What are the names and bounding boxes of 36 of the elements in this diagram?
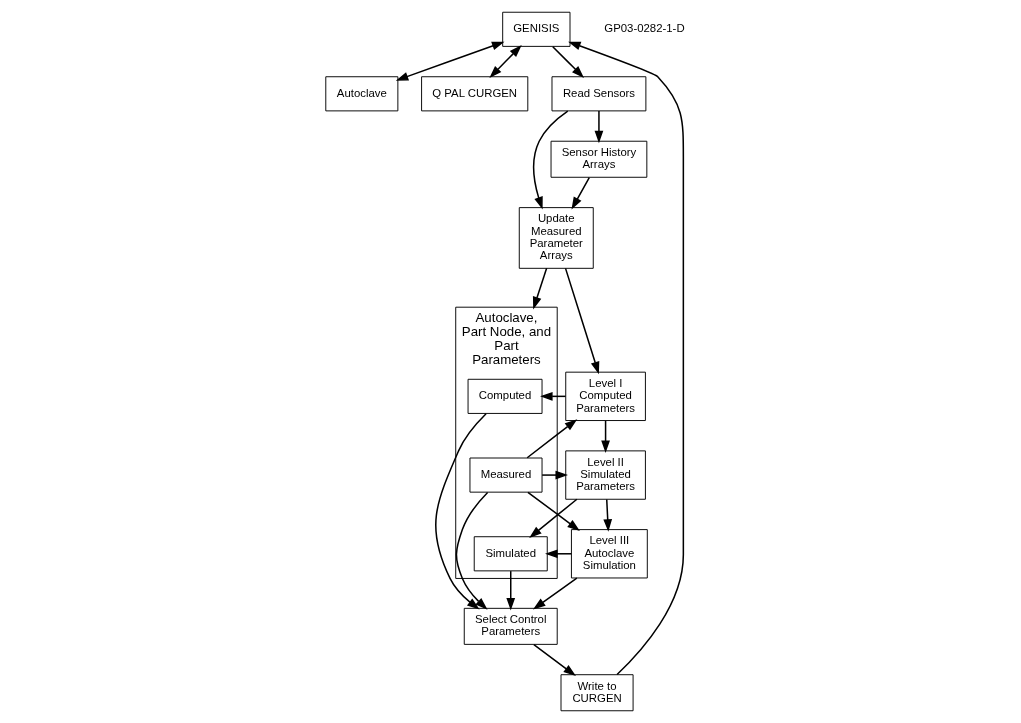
arrow	[532, 110, 569, 210]
arrow	[532, 577, 578, 610]
node-box: Level II Simulated Parameters	[565, 450, 646, 500]
node-box: Measured	[469, 457, 543, 493]
arrow	[395, 41, 505, 81]
arrow	[506, 570, 516, 611]
arrow	[533, 643, 576, 677]
node-box: Write to CURGEN	[560, 674, 634, 712]
arrow	[545, 549, 573, 559]
node-box: Update Measured Parameter Arrays	[518, 207, 594, 269]
node-box: Select Control Parameters	[463, 607, 558, 645]
arrow	[601, 420, 610, 454]
label: GP03-0282-1-D	[604, 22, 685, 35]
node-box: Autoclave	[325, 76, 399, 112]
arrow	[571, 176, 590, 210]
node-box: Computed	[467, 378, 543, 414]
node-box: Sensor History Arrays	[550, 140, 648, 178]
node-box: Level III Autoclave Simulation	[570, 529, 648, 579]
arrow	[552, 45, 584, 78]
arrow	[529, 498, 578, 538]
arrow	[541, 470, 568, 480]
arrow	[527, 491, 580, 531]
arrow	[455, 491, 489, 610]
node-box: Read Sensors	[551, 76, 647, 112]
arrow	[489, 45, 522, 78]
node-box: GENISIS	[502, 11, 571, 47]
arrow	[532, 267, 548, 310]
arrow	[434, 412, 487, 610]
node-box: Simulated	[473, 536, 548, 572]
arrow	[564, 267, 600, 375]
node-box: Q PAL CURGEN	[421, 76, 529, 112]
arrow	[594, 110, 604, 144]
arrow	[603, 498, 613, 532]
node-box: Level I Computed Parameters	[565, 371, 646, 421]
arrow	[568, 41, 685, 676]
arrow	[526, 419, 578, 459]
